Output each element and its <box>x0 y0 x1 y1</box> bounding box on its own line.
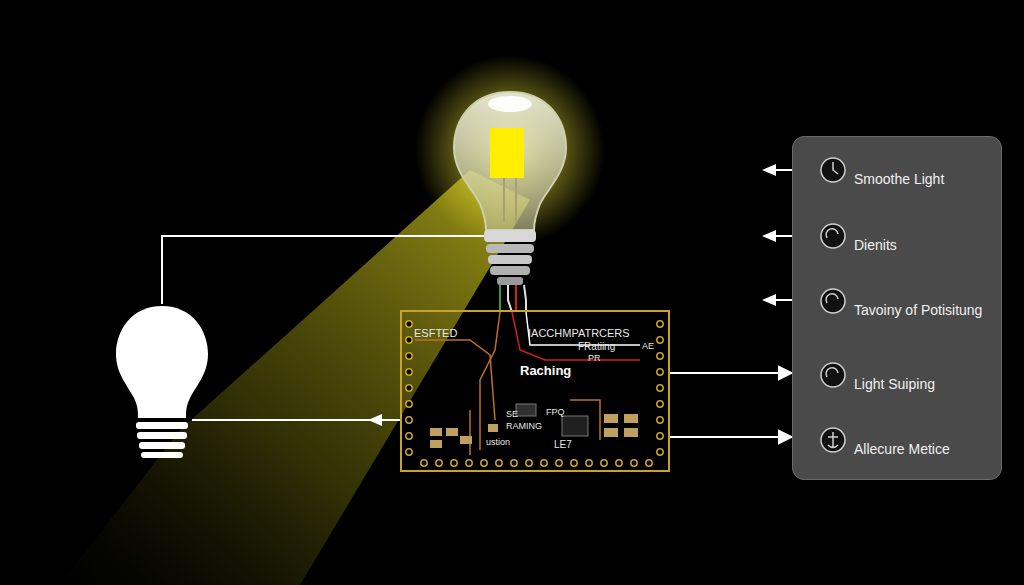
pcb-hole <box>586 460 592 466</box>
pcb-hole <box>406 369 412 375</box>
board-marking: ustion <box>486 438 510 447</box>
circuit-board: Raching ESFTED IACCHMPATRCERS FRatiingPR AE F… <box>400 310 670 472</box>
pcb-hole <box>657 337 663 343</box>
board-marking: LE7 <box>554 440 572 450</box>
pcb-hole <box>657 385 663 391</box>
pcb-hole <box>406 401 412 407</box>
panel-arrows <box>762 164 796 306</box>
feature-text: Smoothe Light <box>854 171 944 188</box>
pcb-hole <box>657 321 663 327</box>
pcb-hole <box>406 337 412 343</box>
pcb-hole <box>601 460 607 466</box>
wire <box>524 285 526 312</box>
pcb-hole <box>436 460 442 466</box>
board-marking: IACCHMPATRCERS <box>528 328 630 339</box>
signal-arrow <box>670 436 792 438</box>
wire <box>162 236 484 304</box>
pcb-hole <box>406 449 412 455</box>
bulb-base <box>490 266 530 275</box>
wire <box>499 285 501 312</box>
pcb-components <box>430 404 638 448</box>
bulb-base <box>488 255 532 264</box>
bulb-glow <box>415 55 605 245</box>
pcb-hole <box>657 353 663 359</box>
bulb-base <box>136 422 188 429</box>
bulb <box>116 306 208 418</box>
pcb-hole <box>496 460 502 466</box>
pcb-hole <box>406 321 412 327</box>
board-marking: PR <box>588 354 601 363</box>
filament-stem <box>515 178 517 222</box>
board-marking: SE <box>506 410 518 419</box>
board-marking: AE <box>642 342 654 351</box>
bulb-base <box>141 452 183 458</box>
pcb-hole <box>657 433 663 439</box>
bulb-glass <box>454 92 566 230</box>
pcb-hole <box>657 449 663 455</box>
pcb-hole <box>451 460 457 466</box>
pcb-hole <box>616 460 622 466</box>
pcb-hole <box>631 460 637 466</box>
bulb-base <box>484 230 536 242</box>
pcb-hole <box>406 417 412 423</box>
light-beam <box>60 170 530 585</box>
wire <box>508 285 512 312</box>
pcb-hole <box>556 460 562 466</box>
pcb-hole <box>481 460 487 466</box>
bulb-base <box>139 442 185 449</box>
bulb-filament <box>490 128 524 178</box>
bulb-base <box>486 244 534 253</box>
signal-arrow <box>670 372 792 374</box>
bulb-base <box>137 432 187 439</box>
pcb-hole <box>646 460 652 466</box>
pcb-hole <box>657 401 663 407</box>
feature-text: Tavoiny of Potisitung <box>854 302 982 319</box>
pcb-holes <box>406 321 663 466</box>
feature-panel: Smoothe LightDienitsTavoiny of Potisitun… <box>792 136 1002 480</box>
pcb-hole <box>466 460 472 466</box>
pcb-hole <box>541 460 547 466</box>
board-marking: RAMING <box>506 422 542 431</box>
pcb-hole <box>657 369 663 375</box>
pcb-hole <box>526 460 532 466</box>
feature-text: Light Suiping <box>854 376 935 393</box>
board-label: Raching <box>520 364 571 378</box>
pcb-hole <box>406 433 412 439</box>
pcb-hole <box>657 417 663 423</box>
pcb-traces <box>415 312 640 455</box>
pcb-hole <box>406 385 412 391</box>
board-marking: ESFTED <box>414 328 457 339</box>
pcb-hole <box>571 460 577 466</box>
arrowhead <box>368 414 382 426</box>
feature-text: Dienits <box>854 237 897 254</box>
bulb-highlight <box>488 96 532 112</box>
pcb-hole <box>511 460 517 466</box>
filament-stem <box>503 178 505 222</box>
pcb-hole <box>406 353 412 359</box>
pcb-hole <box>421 460 427 466</box>
wire <box>515 285 517 312</box>
board-marking: FPQ <box>546 408 565 417</box>
bulb-contact <box>497 277 523 285</box>
board-marking: FRatiing <box>578 342 615 352</box>
feature-text: Allecure Metice <box>854 441 950 458</box>
